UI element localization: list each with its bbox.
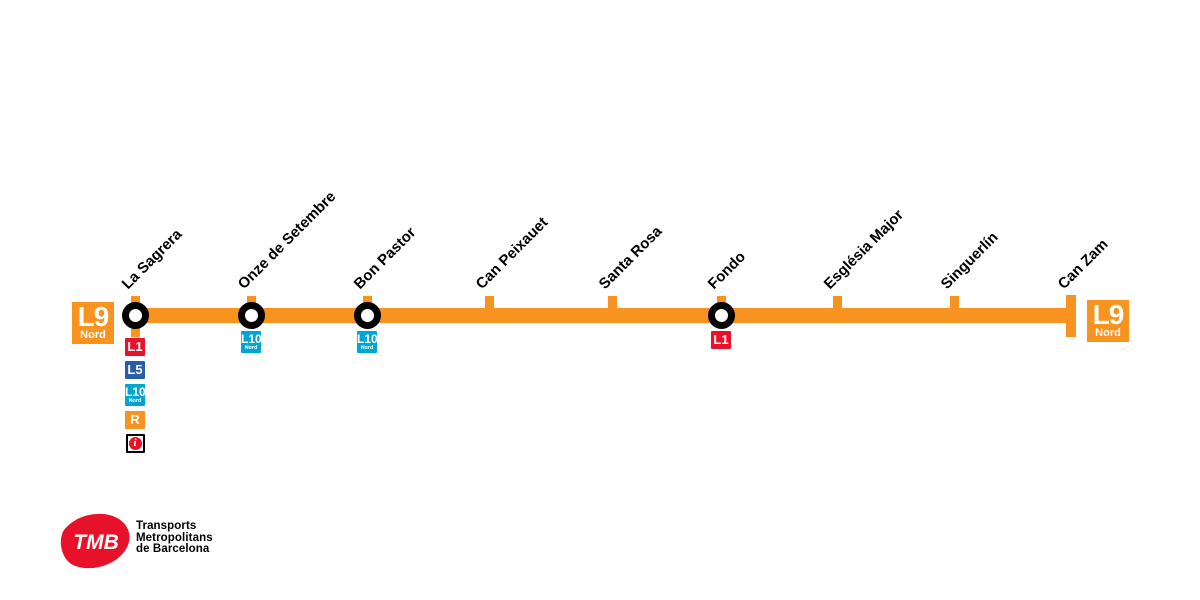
terminus-tick: [1066, 295, 1076, 337]
station-tick: [833, 296, 842, 309]
tmb-logo-swoosh: [56, 525, 74, 569]
station-label: Bon Pastor: [350, 224, 420, 293]
station-tick: [485, 296, 494, 309]
metro-line-l9: [133, 308, 1071, 323]
line-badge-r: R: [125, 411, 145, 429]
org-line-1: Transports: [136, 520, 197, 532]
interchange-marker: [708, 302, 735, 329]
line-badge-branch: Nord: [80, 329, 106, 341]
station-label: Església Major: [820, 206, 907, 293]
line-badge-id: L9: [1092, 299, 1125, 330]
station-label: Santa Rosa: [595, 222, 666, 293]
tmb-logo-ellipse: [58, 513, 130, 569]
connection-badges: L1: [711, 331, 731, 349]
interchange-marker: [354, 302, 381, 329]
station-label: Can Peixauet: [472, 214, 552, 293]
org-line-2: Metropolitans: [136, 531, 213, 544]
info-icon: i: [125, 434, 145, 453]
line-badge-l5: L5: [125, 361, 145, 379]
station-label: Onze de Setembre: [234, 188, 340, 293]
interchange-marker: [122, 302, 149, 329]
station-label: Can Zam: [1054, 235, 1112, 293]
station-label: La Sagrera: [118, 225, 186, 293]
station-label: Fondo: [704, 248, 750, 293]
station-tick: [950, 296, 959, 309]
interchange-marker: [238, 302, 265, 329]
station-tick: [608, 296, 617, 309]
tmb-logo-text: TMB: [73, 531, 119, 554]
line-badge-l9-nord-left: L9 Nord: [72, 302, 114, 344]
line-badge-branch: Nord: [1095, 327, 1121, 339]
org-line-3: de Barcelona: [136, 543, 210, 556]
line-badge-l9-nord-right: L9 Nord: [1087, 300, 1129, 342]
line-badge-id: L9: [77, 301, 110, 332]
organization-name: Transports Metropolitans de Barcelona: [136, 520, 213, 556]
station-label: Singuerlín: [937, 228, 1002, 293]
tmb-logo: TMB: [56, 513, 130, 569]
station-tick-below: [131, 322, 140, 337]
line-badge-l1: L1: [711, 331, 731, 349]
line-badge-l1: L1: [125, 338, 145, 356]
